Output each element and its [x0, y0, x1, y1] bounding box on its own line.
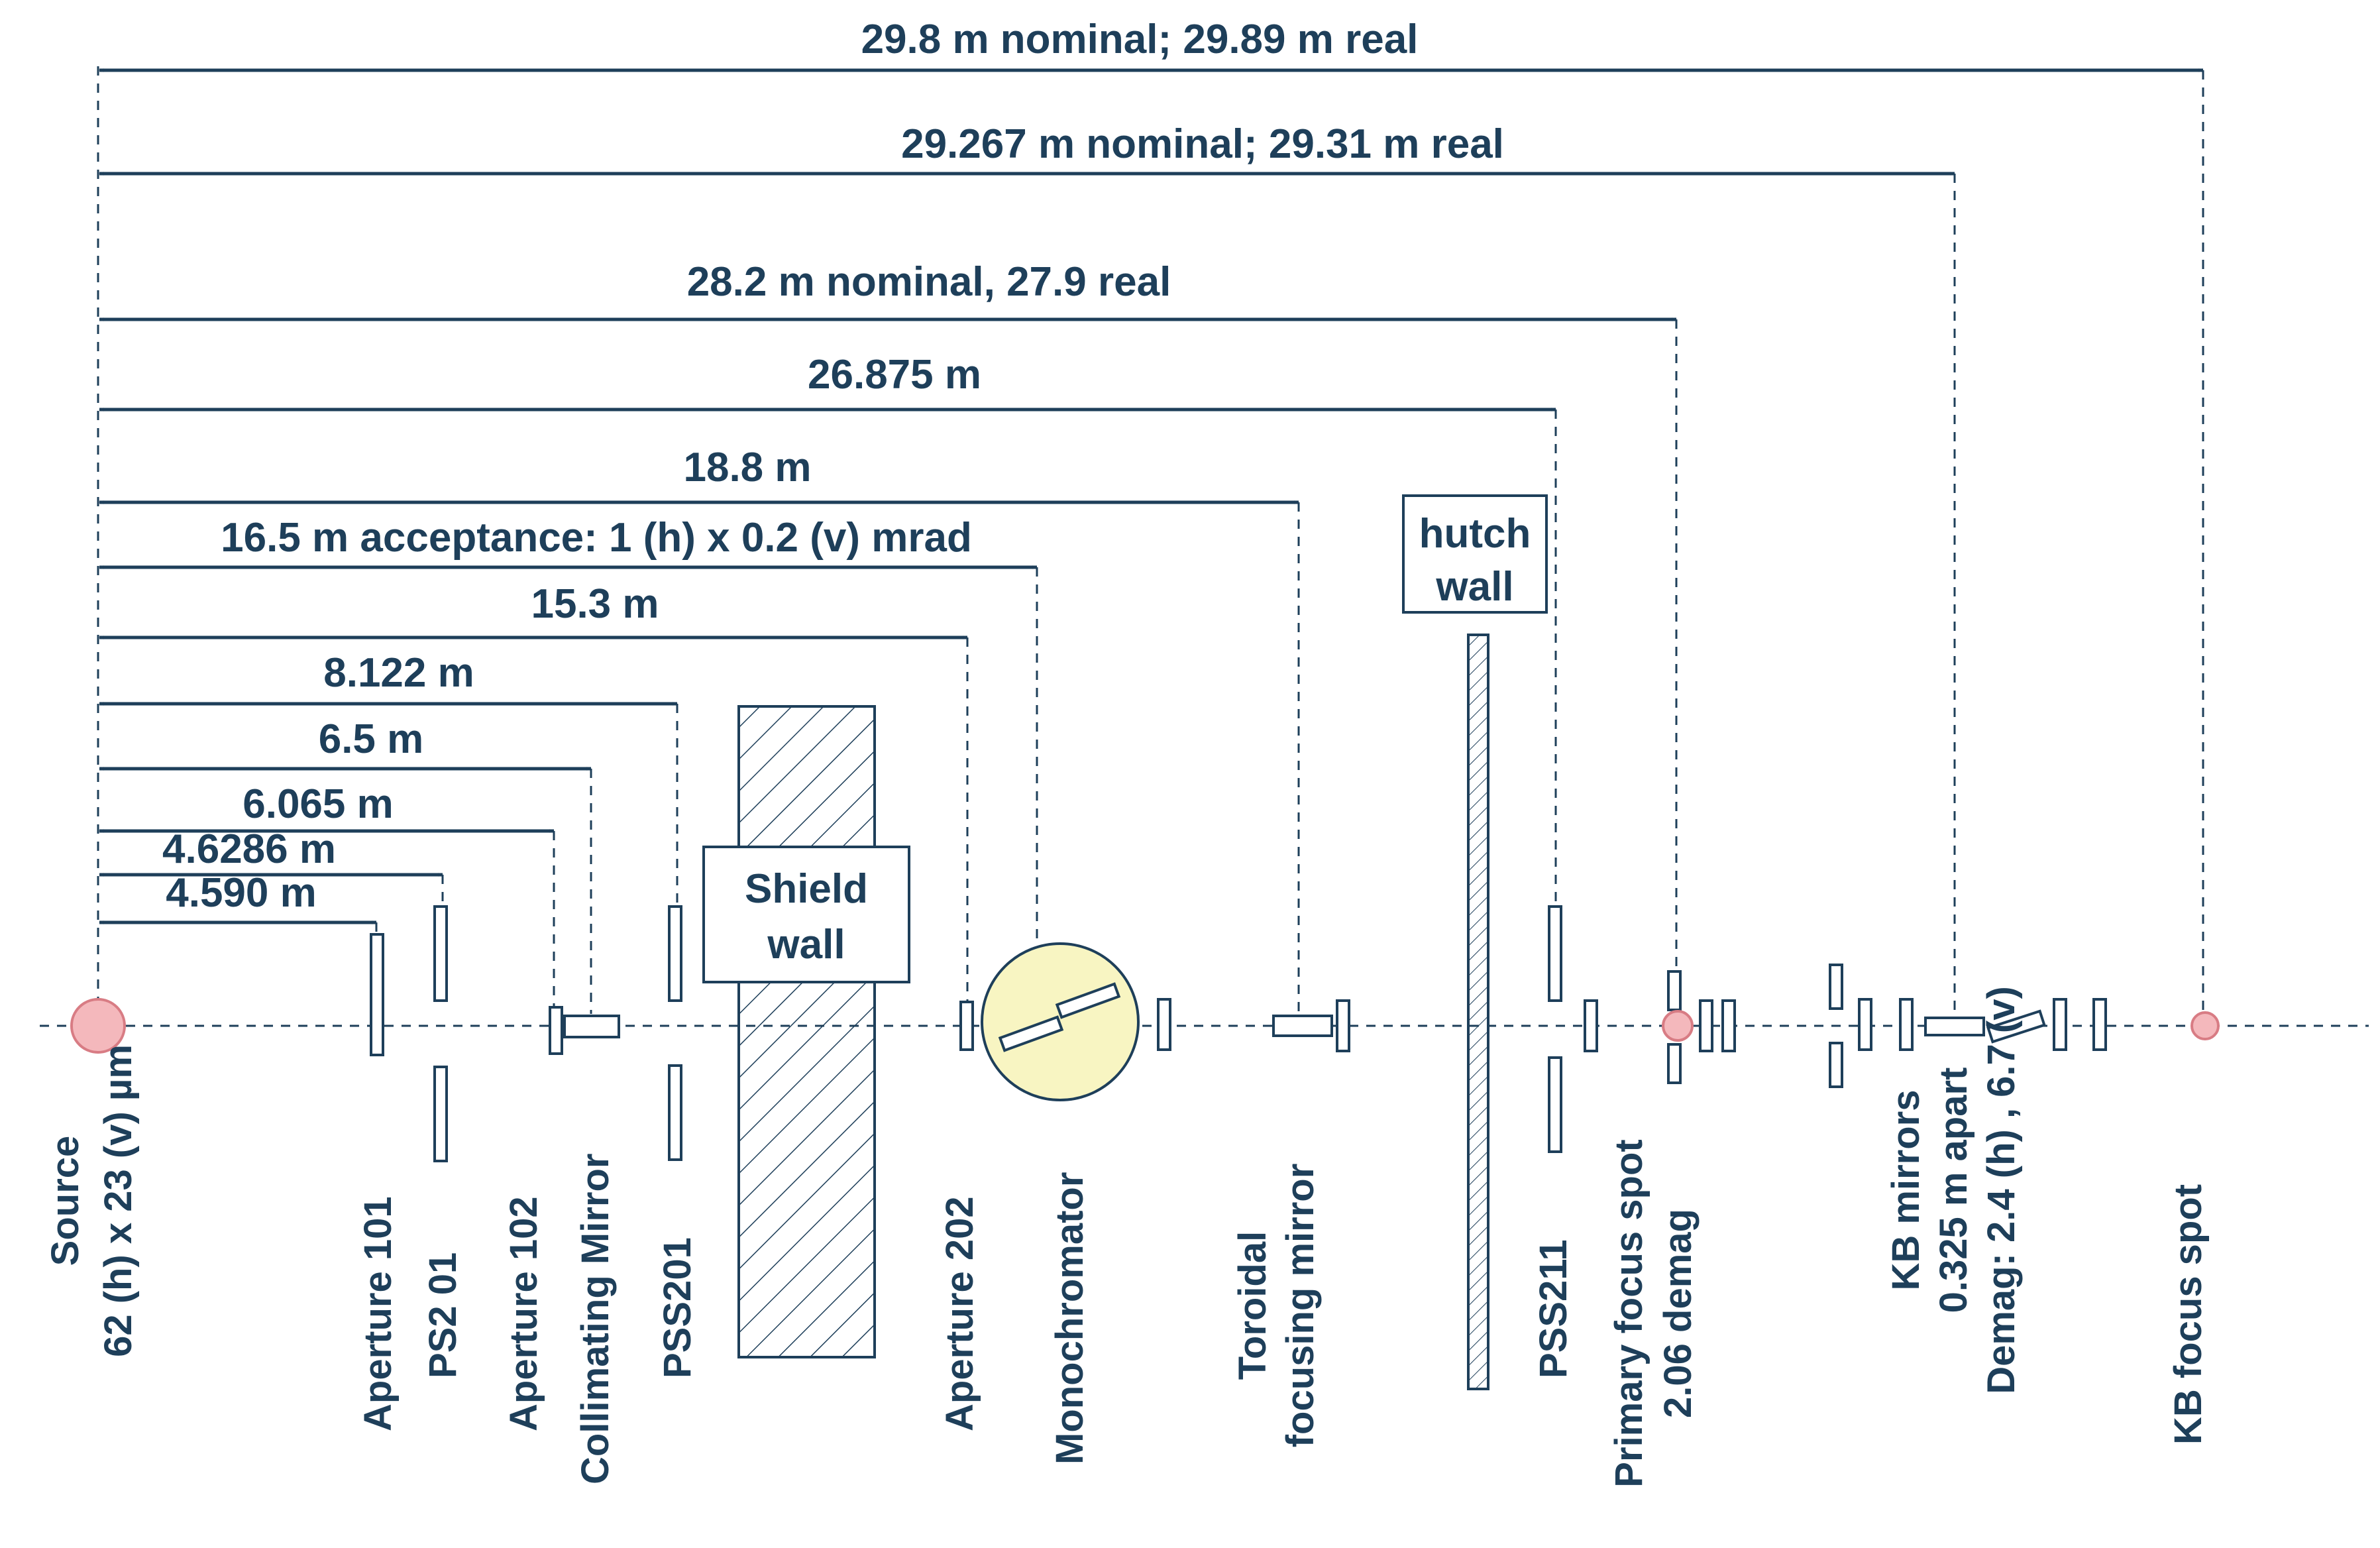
- hutch-wall-label-line1: hutch: [1419, 511, 1531, 557]
- post-focus-blade-2: [1721, 999, 1736, 1052]
- beamline-components: [70, 905, 2220, 1162]
- dimension-lines: 29.8 m nominal; 29.89 m real 29.267 m nom…: [99, 17, 2204, 1015]
- kb-mirrors-label-line: Demag: 2.4 (h) , 6.7 (v): [1980, 986, 2023, 1394]
- pss201-upper-blade: [668, 905, 682, 1002]
- aperture-101-label-line: Aperture 101: [356, 1196, 400, 1431]
- kb-blade-1: [1858, 998, 1872, 1051]
- pss211-lower-blade: [1548, 1056, 1562, 1153]
- post-focus-blade-1: [1699, 999, 1713, 1052]
- kb-focus-spot-label-line: KB focus spot: [2167, 1184, 2210, 1445]
- dimension-label: 18.8 m: [683, 445, 811, 490]
- toroidal-focusing-mirror-label-line: focusing mirror: [1279, 1164, 1322, 1448]
- aperture-102-label: Aperture 102: [502, 1196, 545, 1431]
- pss201-label-line: PSS201: [656, 1237, 699, 1378]
- primary-focus-lower-slit: [1667, 1043, 1682, 1084]
- dimension-label: 8.122 m: [323, 650, 474, 696]
- collimating-mirror-label-line: Collimating Mirror: [574, 1154, 617, 1484]
- kb-slit-upper: [1829, 964, 1843, 1010]
- source-label-line: Source: [44, 1136, 87, 1266]
- pss211-label-line: PSS211: [1532, 1239, 1575, 1378]
- kb-blade-4: [2092, 998, 2107, 1051]
- toroidal-mirror-body: [1272, 1015, 1333, 1037]
- primary-focus-spot-label-line: 2.06 demag: [1656, 1209, 1700, 1418]
- kb-focus-spot-label: KB focus spot: [2167, 1184, 2210, 1445]
- ps2-01-label-line: PS2 01: [421, 1252, 464, 1378]
- kb-mirror-horizontal: [1924, 1017, 1985, 1036]
- aperture-102-blade: [549, 1006, 563, 1055]
- shield-wall-label-line2: wall: [767, 922, 845, 968]
- collimating-mirror-body: [563, 1015, 620, 1038]
- dimension-label: 15.3 m: [531, 581, 659, 627]
- dimension-label: 26.875 m: [808, 352, 981, 398]
- ps2-01-upper-blade: [433, 905, 448, 1002]
- shield-wall: Shield wall: [702, 705, 910, 1358]
- dimension-label: 16.5 m acceptance: 1 (h) x 0.2 (v) mrad: [221, 515, 972, 561]
- dimension-label: 4.590 m: [166, 870, 317, 916]
- hutch-wall: hutch wall: [1402, 494, 1548, 1390]
- primary-focus-upper-slit: [1667, 970, 1682, 1011]
- aperture-101-blade: [370, 933, 384, 1056]
- monochromator-label-line: Monochromator: [1048, 1172, 1091, 1465]
- toroidal-focusing-mirror-label-line: Toroidal: [1231, 1231, 1274, 1380]
- dimension-label: 4.6286 m: [162, 826, 336, 872]
- kb-blade-2: [1899, 998, 1914, 1051]
- aperture-102-label-line: Aperture 102: [502, 1196, 545, 1431]
- kb-slit-lower: [1829, 1042, 1843, 1088]
- kb-mirror-vertical: [1986, 1009, 2046, 1044]
- aperture-202-blade: [959, 1001, 974, 1051]
- post-mono-blade: [1157, 998, 1171, 1051]
- monochromator-crystal-1: [998, 1015, 1064, 1052]
- hutch-wall-label-line2: wall: [1435, 564, 1513, 610]
- source-spot: [70, 998, 126, 1054]
- pss201-label: PSS201: [656, 1237, 699, 1378]
- primary-focus-spot-label-line: Primary focus spot: [1607, 1139, 1650, 1487]
- collimating-mirror-label: Collimating Mirror: [574, 1154, 617, 1484]
- kb-blade-3: [2053, 998, 2067, 1051]
- shield-wall-label-box: [702, 846, 910, 983]
- shield-wall-label-line1: Shield: [745, 866, 868, 912]
- source-label-line: 62 (h) x 23 (v) µm: [97, 1044, 140, 1357]
- monochromator-label: Monochromator: [1048, 1172, 1091, 1465]
- dimension-label: 29.8 m nominal; 29.89 m real: [861, 17, 1419, 62]
- kb-mirrors-label-line: KB mirrors: [1884, 1090, 1927, 1291]
- pss211-upper-blade: [1548, 905, 1562, 1002]
- hutch-wall-body: [1467, 634, 1489, 1390]
- ps2-01-lower-blade: [433, 1066, 448, 1162]
- dimension-label: 29.267 m nominal; 29.31 m real: [901, 121, 1504, 167]
- aperture-202-label: Aperture 202: [938, 1196, 981, 1431]
- dimension-label: 28.2 m nominal, 27.9 real: [687, 259, 1171, 305]
- aperture-101-label: Aperture 101: [356, 1196, 400, 1431]
- hutch-wall-label-box: [1402, 494, 1548, 614]
- shield-wall-body: [737, 705, 876, 1358]
- ps2-01-label: PS2 01: [421, 1252, 464, 1378]
- pss201-lower-blade: [668, 1064, 682, 1161]
- kb-focus-spot-marker: [2191, 1011, 2220, 1040]
- pre-focus-blade: [1584, 999, 1598, 1052]
- aperture-202-label-line: Aperture 202: [938, 1196, 981, 1431]
- pss211-label: PSS211: [1532, 1239, 1575, 1378]
- toroidal-mirror-blade: [1336, 999, 1350, 1052]
- monochromator-crystal-2: [1055, 982, 1121, 1019]
- primary-focus-spot-marker: [1662, 1010, 1694, 1042]
- dimension-label: 6.065 m: [243, 781, 394, 827]
- dimension-label: 6.5 m: [319, 716, 424, 762]
- kb-mirrors-label-line: 0.325 m apart: [1932, 1068, 1975, 1313]
